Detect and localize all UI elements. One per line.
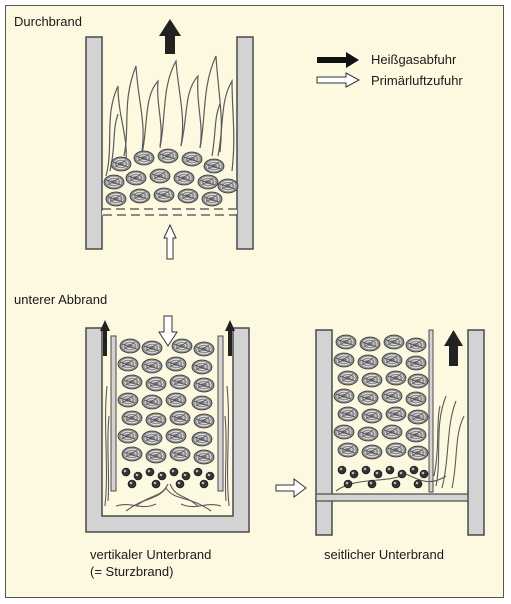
side-flames [104, 385, 230, 512]
right-wall [467, 329, 485, 536]
hot-gas-arrow-icon [225, 320, 235, 356]
hot-gas-arrow-icon [444, 330, 463, 366]
section-title-unterer-abbrand: unterer Abbrand [14, 292, 108, 307]
grate [101, 208, 238, 216]
legend [316, 52, 361, 88]
left-wall [315, 329, 333, 536]
diagram-canvas [85, 19, 485, 536]
vertikaler-unterbrand-diagram [85, 315, 250, 533]
wood-pile [117, 338, 215, 465]
inner-right-wall [217, 335, 224, 492]
legend-label-primary-air: Primärluftzufuhr [371, 73, 463, 88]
caption-vertical-unterbrand: vertikaler Unterbrand [90, 547, 212, 562]
seitlicher-unterbrand-diagram [275, 329, 485, 536]
wood-pile [103, 148, 239, 207]
black-arrow-icon [317, 52, 359, 68]
primary-air-arrow-icon [163, 223, 177, 260]
divider-wall [428, 329, 434, 493]
inner-left-wall [110, 335, 117, 492]
section-title-durchbrand: Durchbrand [14, 14, 82, 29]
left-wall [85, 36, 103, 250]
wood-pile [333, 334, 429, 461]
floor-slab [315, 493, 469, 502]
caption-seitlicher-unterbrand: seitlicher Unterbrand [324, 547, 444, 562]
durchbrand-diagram [85, 19, 254, 260]
primary-air-arrow-icon [158, 315, 178, 347]
flames [105, 55, 235, 177]
white-arrow-icon [316, 72, 361, 88]
primary-air-arrow-icon [275, 478, 307, 498]
legend-label-hot-gas: Heißgasabfuhr [371, 52, 457, 67]
caption-sturzbrand: (= Sturzbrand) [90, 564, 174, 579]
embers [337, 465, 429, 489]
diagram-frame: Durchbrand unterer Abbrand Heißgasabfuhr… [5, 5, 504, 598]
right-wall [236, 36, 254, 250]
hot-gas-arrow-icon [159, 19, 181, 54]
outer-shell [85, 327, 250, 533]
hot-gas-arrow-icon [100, 320, 110, 356]
